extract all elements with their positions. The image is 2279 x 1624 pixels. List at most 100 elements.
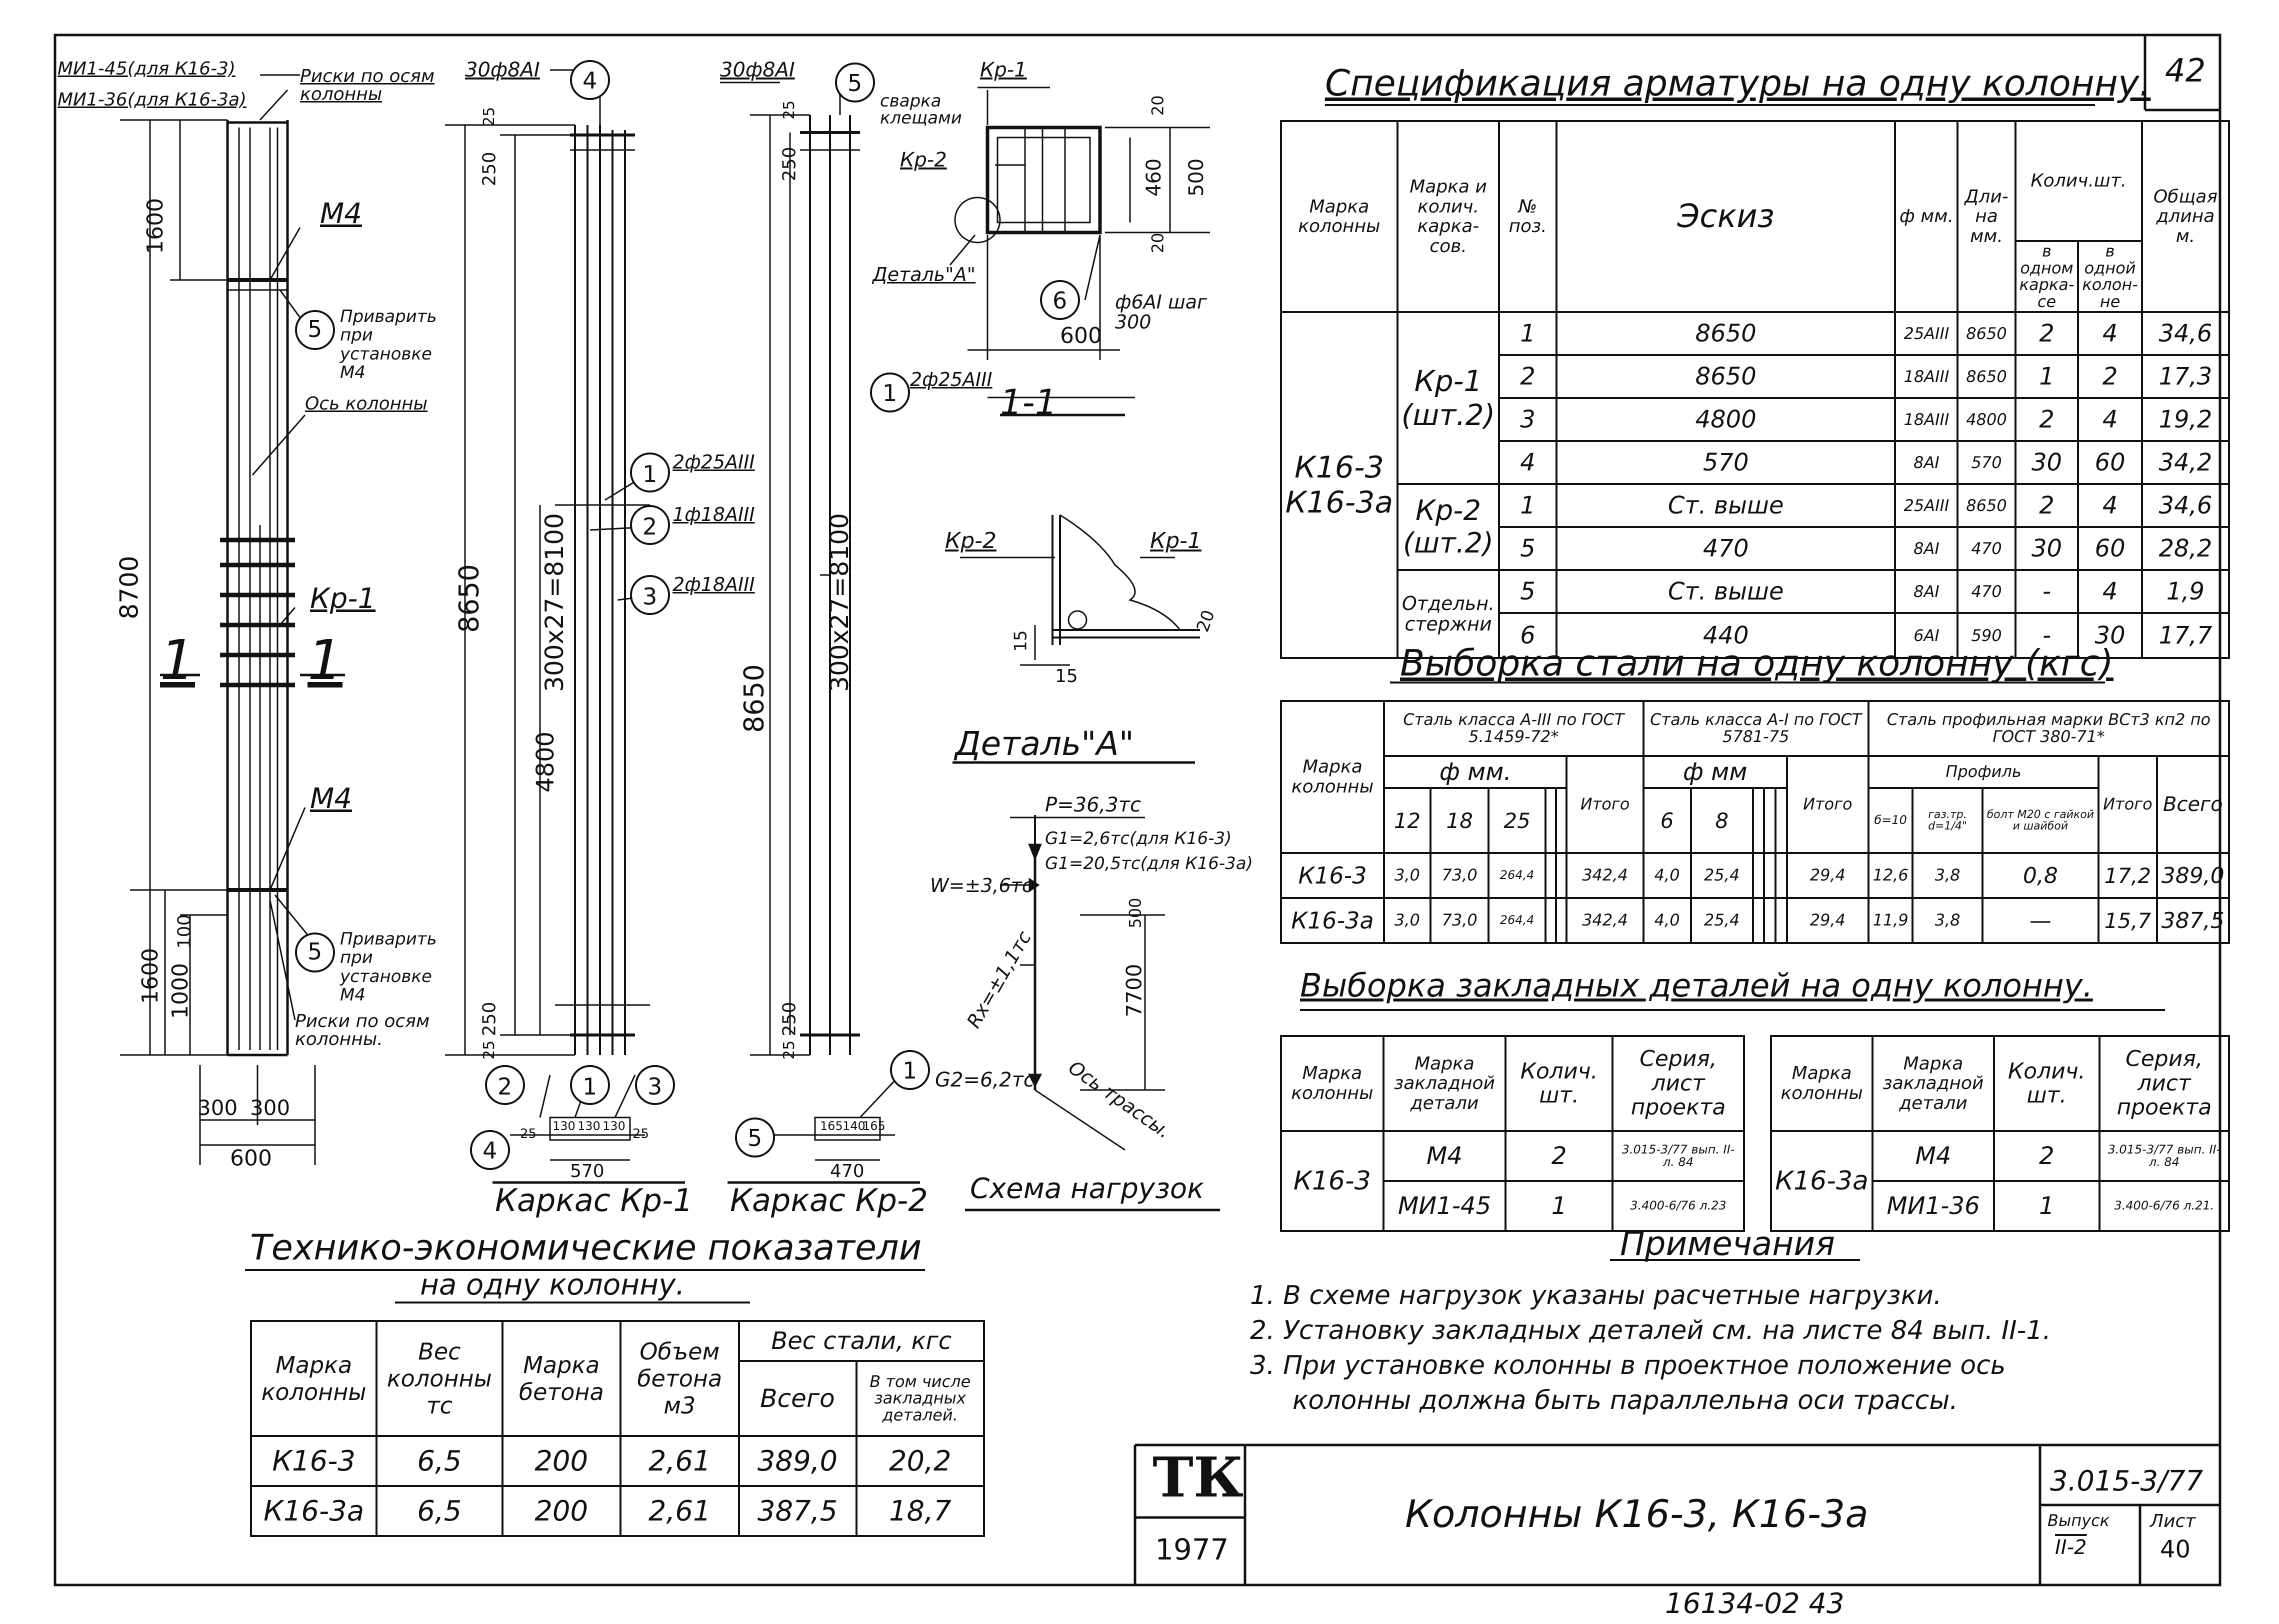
dim-600: 600: [230, 1146, 272, 1171]
tech-h-stal: Вес стали, кгс: [738, 1320, 985, 1362]
kr2-dim-250-bottom: 250: [779, 1002, 800, 1036]
sec-dim-500: 500: [1185, 158, 1208, 197]
kr1-small-dim-2: 130: [552, 1119, 576, 1133]
kr1-pos3: 3: [642, 583, 658, 610]
steel-h-empty2: [1555, 787, 1568, 854]
steel-r1-p2: 3,8: [1912, 897, 1984, 944]
kr2-small-dim-2: 140: [842, 1119, 866, 1133]
spec-r2-total: 19,2: [2140, 397, 2230, 442]
section-mark-left: 1: [160, 628, 195, 692]
spec-column-marks: К16-3 К16-3а: [1280, 311, 1398, 660]
spec-r6-len: 470: [1956, 569, 2016, 614]
label-privarit-bottom: Приварить при установке М4: [340, 929, 437, 1006]
steel-r0-d18: 73,0: [1429, 852, 1490, 899]
tech-r0-mark: К16-3: [250, 1435, 378, 1487]
kr1-bar2: 1ф18АIII: [672, 504, 755, 526]
spec-r4-d: 25АIII: [1894, 483, 1959, 528]
steel-h-profil: Профиль: [1867, 755, 2100, 789]
kr2-dim-250-top: 250: [779, 146, 800, 182]
tech-r0-ves: 6,5: [376, 1435, 504, 1487]
spec-h-v-kolonne: в одной колон-не: [2077, 240, 2143, 314]
kr2-dim-step: 300x27=8100: [824, 513, 854, 692]
stamp-year: 1977: [1155, 1532, 1229, 1566]
spec-r3-pos: 4: [1498, 440, 1558, 486]
steel-h-p3: болт М20 с гайкой и шайбой: [1981, 787, 2100, 854]
spec-r2-len: 4800: [1956, 397, 2016, 442]
steel-h-p1: б=10: [1867, 787, 1914, 854]
kr1-dim-250-top: 250: [479, 152, 500, 186]
embed-l-r1-k: 1: [1504, 1180, 1614, 1232]
karkas-kr1-drawing: [445, 69, 685, 1184]
spec-r1-total: 17,3: [2140, 354, 2230, 400]
sec-bar: 2ф25АIII: [910, 368, 992, 390]
embed-l-r0-det: М4: [1382, 1130, 1507, 1182]
sec-dim-460: 460: [1142, 158, 1166, 197]
tech-h-marka: Марка колонны: [250, 1320, 378, 1437]
label-riski-top: Риски по осям колонны: [300, 66, 435, 104]
spec-group-kr1: Кр-1 (шт.2): [1396, 311, 1500, 486]
steel-r1-d8: 25,4: [1690, 897, 1754, 944]
kr2-top-label: 30ф8АI: [720, 58, 795, 82]
kr1-bottom-pos4: 4: [482, 1137, 498, 1164]
stamp-series: 3.015-3/77: [2050, 1465, 2204, 1498]
spec-r1-eskiz: 8650: [1555, 354, 1896, 400]
spec-title: Спецификация арматуры на одну колонну.: [1325, 62, 2151, 104]
kr2-small-dim-1: 165: [820, 1119, 843, 1133]
spec-r7-eskiz: 440: [1555, 612, 1896, 660]
steel-r1-e3: [1752, 897, 1766, 944]
kr2-svarka: сварка клещами: [880, 91, 962, 128]
steel-h-a1: Сталь класса А-I по ГОСТ 5781-75: [1642, 700, 1870, 757]
dim-1600-top: 1600: [142, 198, 168, 254]
label-m4-bottom: М4: [310, 782, 352, 815]
det-kr2: Кр-2: [945, 528, 997, 554]
steel-h-d6: 6: [1642, 787, 1692, 854]
steel-r1-d12: 3,0: [1383, 897, 1432, 944]
sec-title: 1-1: [1000, 382, 1058, 423]
kr1-dim-250-bottom: 250: [479, 1002, 500, 1036]
steel-h-d12: 12: [1383, 787, 1432, 854]
steel-r1-d6: 4,0: [1642, 897, 1692, 944]
kr2-title: Каркас Кр-2: [730, 1182, 928, 1218]
kr1-top-label: 30ф8АI: [465, 58, 540, 82]
steel-h-fmm: ф мм.: [1382, 755, 1568, 789]
stamp-logo: ТК: [1152, 1445, 1244, 1510]
spec-r3-d: 8АI: [1894, 440, 1959, 486]
section-mark-right: 1: [308, 628, 342, 692]
dim-100: 100: [174, 914, 195, 949]
note-1: 1. В схеме нагрузок указаны расчетные на…: [1250, 1280, 1942, 1310]
spec-r1-k2: 2: [2077, 354, 2143, 400]
embed-r-mark: К16-3а: [1770, 1130, 1874, 1232]
bottom-serial: 16134-02 43: [1665, 1588, 1844, 1620]
tech-r1-beton: 200: [501, 1485, 622, 1537]
steel-h-prof: Сталь профильная марки ВСт3 кп2 по ГОСТ …: [1867, 700, 2230, 757]
spec-h-diam: ф мм.: [1894, 120, 1959, 314]
spec-r3-k1: 30: [2014, 440, 2080, 486]
steel-h-empty5: [1774, 787, 1788, 854]
embed-r-r1-k: 1: [1992, 1180, 2100, 1232]
tech-h-vsego: Всего: [738, 1360, 858, 1437]
steel-r0-p3: 0,8: [1981, 852, 2100, 899]
kr1-small-dim-5: 130: [602, 1119, 626, 1133]
spec-r1-pos: 2: [1498, 354, 1558, 400]
sec-pos1: 1: [882, 380, 898, 406]
steel-r0-mark: К16-3: [1280, 852, 1385, 899]
embed-table-right: Марка колонны Марка закладной детали Кол…: [1770, 1035, 2230, 1232]
embed-r-r0-seria: 3.015-3/77 вып. II-л. 84: [2098, 1130, 2230, 1182]
spec-r5-d: 8АI: [1894, 526, 1959, 572]
embed-l-h-marka-kol: Марка колонны: [1280, 1035, 1384, 1132]
stamp-title: Колонны К16-3, К16-3а: [1405, 1492, 1868, 1536]
steel-r0-e4: [1763, 852, 1777, 899]
spec-r4-len: 8650: [1956, 483, 2016, 528]
kr1-small-dim-1: 25: [520, 1126, 537, 1142]
spec-r2-pos: 3: [1498, 397, 1558, 442]
sec-dim-20-bottom: 20: [1148, 232, 1168, 254]
note-2: 2. Установку закладных деталей см. на ли…: [1250, 1316, 2051, 1346]
stamp-list-value: 40: [2160, 1536, 2191, 1564]
spec-r4-k1: 2: [2014, 483, 2080, 528]
steel-r0-d8: 25,4: [1690, 852, 1754, 899]
steel-r1-p3: —: [1981, 897, 2100, 944]
spec-r5-k2: 60: [2077, 526, 2143, 572]
spec-table: Марка колонны Марка и колич. карка-сов. …: [1280, 120, 2230, 660]
tech-r1-mark: К16-3а: [250, 1485, 378, 1537]
steel-h-marka: Марка колонны: [1280, 700, 1385, 854]
